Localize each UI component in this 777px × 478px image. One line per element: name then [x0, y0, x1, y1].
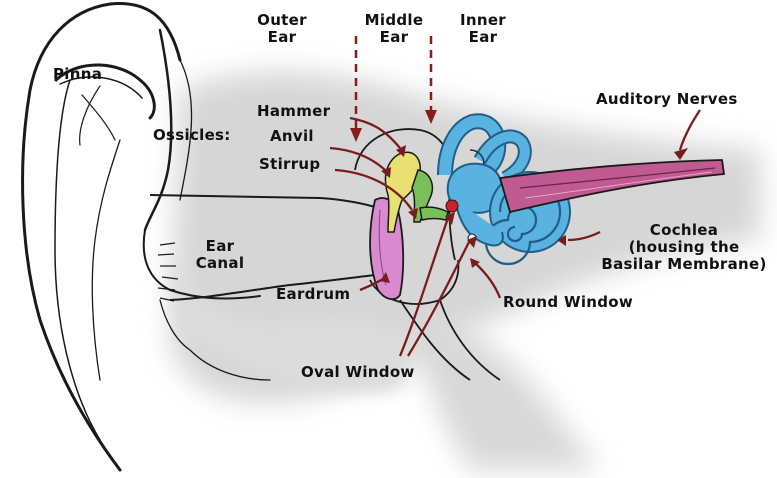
cochlea-line-1: Cochlea: [596, 222, 772, 239]
ear-canal-line-1: Ear: [178, 238, 262, 255]
hammer-label: Hammer: [257, 103, 330, 120]
outer-ear-line-2: Ear: [244, 29, 320, 46]
middle-ear-line-1: Middle: [352, 12, 436, 29]
cochlea-line-2: (housing the: [596, 239, 772, 256]
middle-ear-heading: Middle Ear: [352, 12, 436, 46]
ear-canal-label: Ear Canal: [178, 238, 262, 272]
ossicles-label: Ossicles:: [153, 127, 231, 144]
oval-window-label: Oval Window: [301, 364, 415, 381]
cochlea-label: Cochlea (housing the Basilar Membrane): [596, 222, 772, 273]
inner-ear-line-1: Inner: [452, 12, 514, 29]
middle-ear-line-2: Ear: [352, 29, 436, 46]
stirrup-label: Stirrup: [259, 156, 320, 173]
eardrum-label: Eardrum: [276, 286, 350, 303]
pinna-label: Pinna: [53, 66, 102, 83]
auditory-nerves-label: Auditory Nerves: [596, 91, 738, 108]
outer-ear-heading: Outer Ear: [244, 12, 320, 46]
round-window-label: Round Window: [503, 294, 633, 311]
anvil-label: Anvil: [270, 128, 314, 145]
inner-ear-heading: Inner Ear: [452, 12, 514, 46]
ear-canal-line-2: Canal: [178, 255, 262, 272]
outer-ear-line-1: Outer: [244, 12, 320, 29]
inner-ear-line-2: Ear: [452, 29, 514, 46]
cochlea-line-3: Basilar Membrane): [596, 256, 772, 273]
